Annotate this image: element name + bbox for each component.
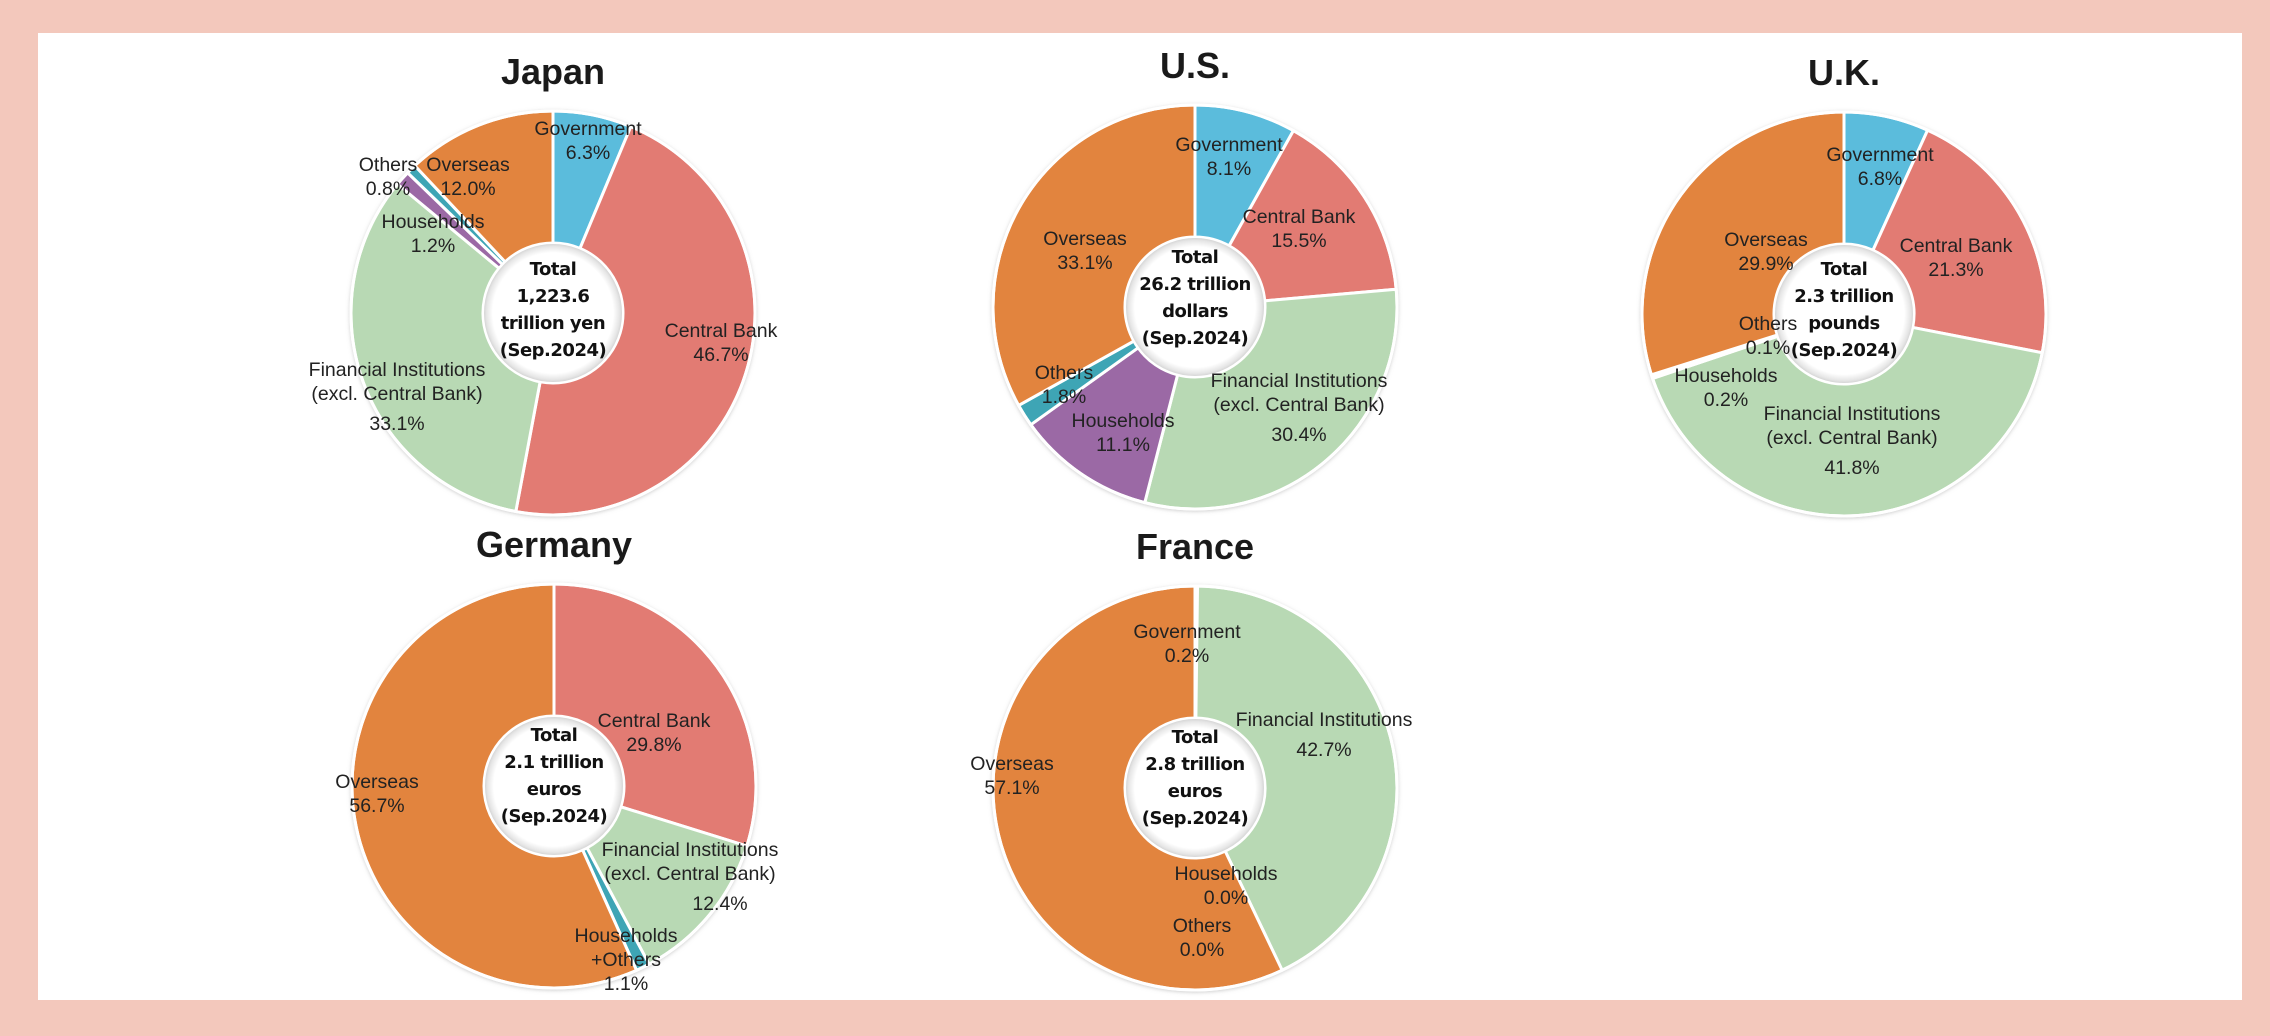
donut-chart [1640,110,2048,518]
chart-uk: U.K. Total 2.3 trillion pounds (Sep.2024… [1544,44,2144,524]
chart-title: U.S. [1159,45,1230,86]
total-label: Total 1,223.6 trillion yen (Sep.2024) [499,259,607,361]
chart-title: U.K. [1808,52,1880,93]
donut-chart [991,584,1399,992]
total-label: Total 2.8 trillion euros (Sep.2024) [1141,727,1249,829]
total-label: Total 2.1 trillion euros (Sep.2024) [500,725,608,827]
chart-japan: Japan Total 1,223.6 trillion yen (Sep.20… [253,43,853,523]
chart-france: France Total 2.8 trillion euros (Sep.202… [895,518,1495,998]
chart-us: U.S. Total 26.2 trillion dollars (Sep.20… [895,37,1495,517]
total-label: Total 2.3 trillion pounds (Sep.2024) [1790,259,1898,361]
chart-title: Japan [500,51,606,92]
total-label: Total 26.2 trillion dollars (Sep.2024) [1139,247,1251,349]
donut-chart [991,103,1399,511]
chart-title: Germany [475,524,633,565]
label-financial-institutions: Financial Institutions(excl. Central Ban… [1210,370,1388,446]
figure-panel: Japan Total 1,223.6 trillion yen (Sep.20… [38,33,2242,1000]
label-financial-institutions: Financial Institutions(excl. Central Ban… [601,839,779,915]
donut-chart [349,109,757,517]
label-financial-institutions: Financial Institutions(excl. Central Ban… [1763,403,1941,479]
donut-hole [1773,243,1915,385]
donut-hole [1124,236,1266,378]
chart-title: France [1135,526,1255,567]
donut-hole [482,242,624,384]
donut-hole [483,715,625,857]
chart-germany: Germany Total 2.1 trillion euros (Sep.20… [254,516,854,996]
donut-hole [1124,717,1266,859]
donut-chart [350,582,758,990]
label-financial-institutions: Financial Institutions(excl. Central Ban… [308,359,486,435]
